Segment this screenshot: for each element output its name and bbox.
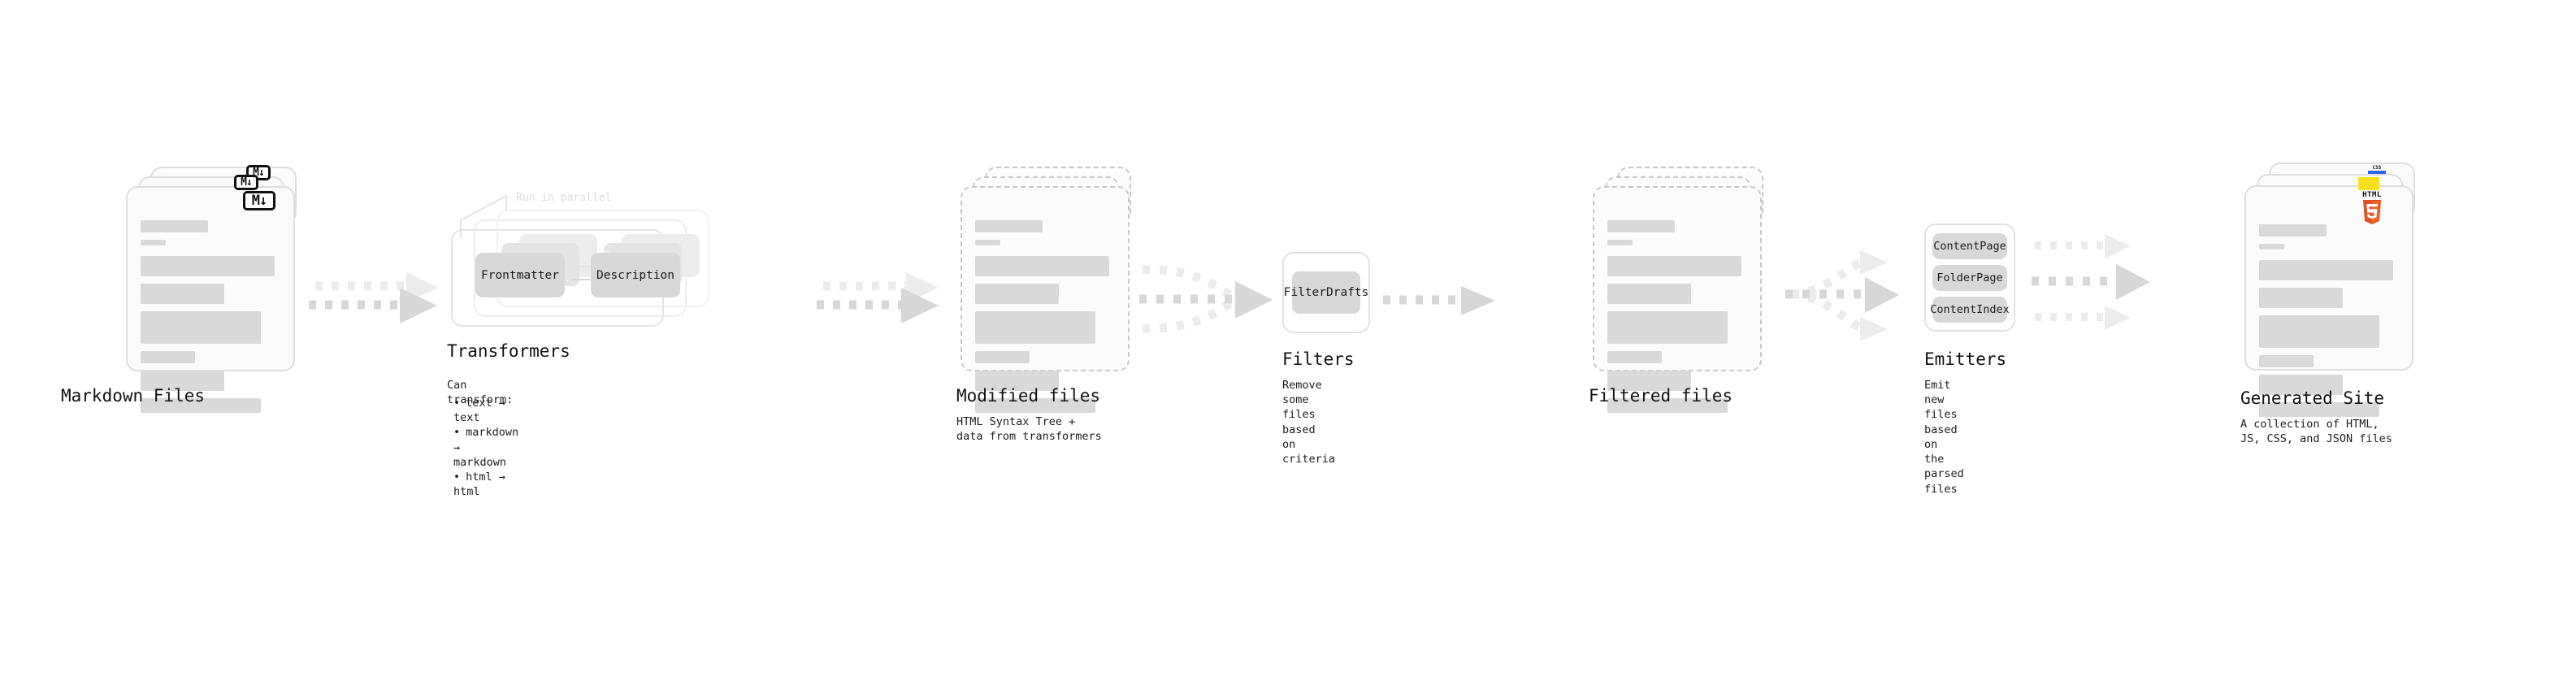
label-filtered-files: Filtered files [1589,386,1733,406]
emitters-box [1924,223,2015,332]
label-filters: Filters [1282,349,1355,369]
emitters-pill-folderpage[interactable]: FolderPage [1932,265,2007,291]
filters-pill-filterdrafts-label: FilterDrafts [1283,286,1369,299]
transformer-pill-frontmatter-label: Frontmatter [480,268,560,282]
html5-icon-shield [2361,200,2383,224]
transformers-bullet-1: markdown → markdown [453,425,518,470]
connector-transformers-to-modified [817,272,939,323]
subtitle-modified-files: HTML Syntax Tree + data from transformer… [956,415,1102,444]
label-markdown-files: Markdown Files [61,386,206,406]
filtered-skeleton-body [1607,220,1747,420]
markdown-icon-back-1: M↓ [234,175,258,190]
subtitle-generated-site: A collection of HTML, JS, CSS, and JSON … [2240,418,2392,446]
emitters-pill-contentpage[interactable]: ContentPage [1932,233,2007,259]
transformer-pill-description[interactable]: Description [591,253,680,297]
stage-modified-files: Modified files HTML Syntax Tree + data f… [956,167,1135,443]
site-card-stack: CSS HTML [2244,163,2419,417]
modified-card-stack [961,167,1135,413]
html5-icon-word: HTML [2362,191,2382,199]
markdown-card-front [126,186,295,413]
subtitle-filters: Remove some files based on criteria [1282,379,1336,466]
transformer-pill-frontmatter[interactable]: Frontmatter [475,253,565,297]
css-icon-label: CSS [2372,165,2382,171]
modified-skeleton-body [975,220,1115,420]
html5-icon: HTML [2361,192,2383,224]
subtitle-emitters: Emit new files based on the parsed files [1924,379,1964,496]
transformers-bullets: text → text markdown → markdown html → h… [447,396,518,500]
modified-card-front [961,186,1130,413]
filters-pill-filterdrafts[interactable]: FilterDrafts [1284,271,1368,314]
stage-filtered-files: Filtered files [1589,167,1767,413]
markdown-card-stack: M↓ M↓ M↓ [126,165,301,413]
label-transformers: Transformers [447,341,570,361]
connector-markdown-to-transformers [309,272,439,323]
connector-emitters-to-site [2032,234,2150,330]
markdown-icon-glyph: M↓ [251,192,268,209]
transformers-bullet-2: html → html [453,470,518,499]
js-icon [2358,177,2379,190]
emitters-pill-folderpage-label: FolderPage [1936,271,2003,284]
filtered-card-front [1593,186,1762,413]
emitters-pill-contentindex[interactable]: ContentIndex [1930,297,2010,323]
markdown-icon: M↓ [243,191,275,210]
css-icon: CSS [2368,166,2386,174]
stage-generated-site: CSS HTML Generated Site A collection of … [2240,163,2419,445]
label-modified-files: Modified files [956,386,1101,406]
transformers-bullet-0: text → text [453,396,518,425]
site-skeleton-body [2259,224,2399,424]
connector-modified-to-filters [1139,265,1273,333]
connector-filters-to-filtered [1383,286,1495,315]
markdown-icon-glyph-back-1: M↓ [241,176,253,189]
annotation-run-in-parallel: Run in parallel [516,192,612,204]
filtered-card-stack [1593,167,1767,413]
site-card-front [2244,185,2413,417]
css-icon-bar [2368,171,2386,174]
label-generated-site: Generated Site [2240,388,2385,408]
connector-filtered-to-emitters [1785,250,1899,341]
emitters-pill-contentindex-label: ContentIndex [1930,303,2010,316]
filters-box [1282,252,1370,333]
transformer-pill-description-label: Description [596,268,675,282]
emitters-pill-contentpage-label: ContentPage [1933,240,2006,253]
label-emitters: Emitters [1924,349,2007,369]
markdown-skeleton-body [141,220,280,420]
stage-markdown-files: M↓ M↓ M↓ Markdown Files [61,165,301,413]
